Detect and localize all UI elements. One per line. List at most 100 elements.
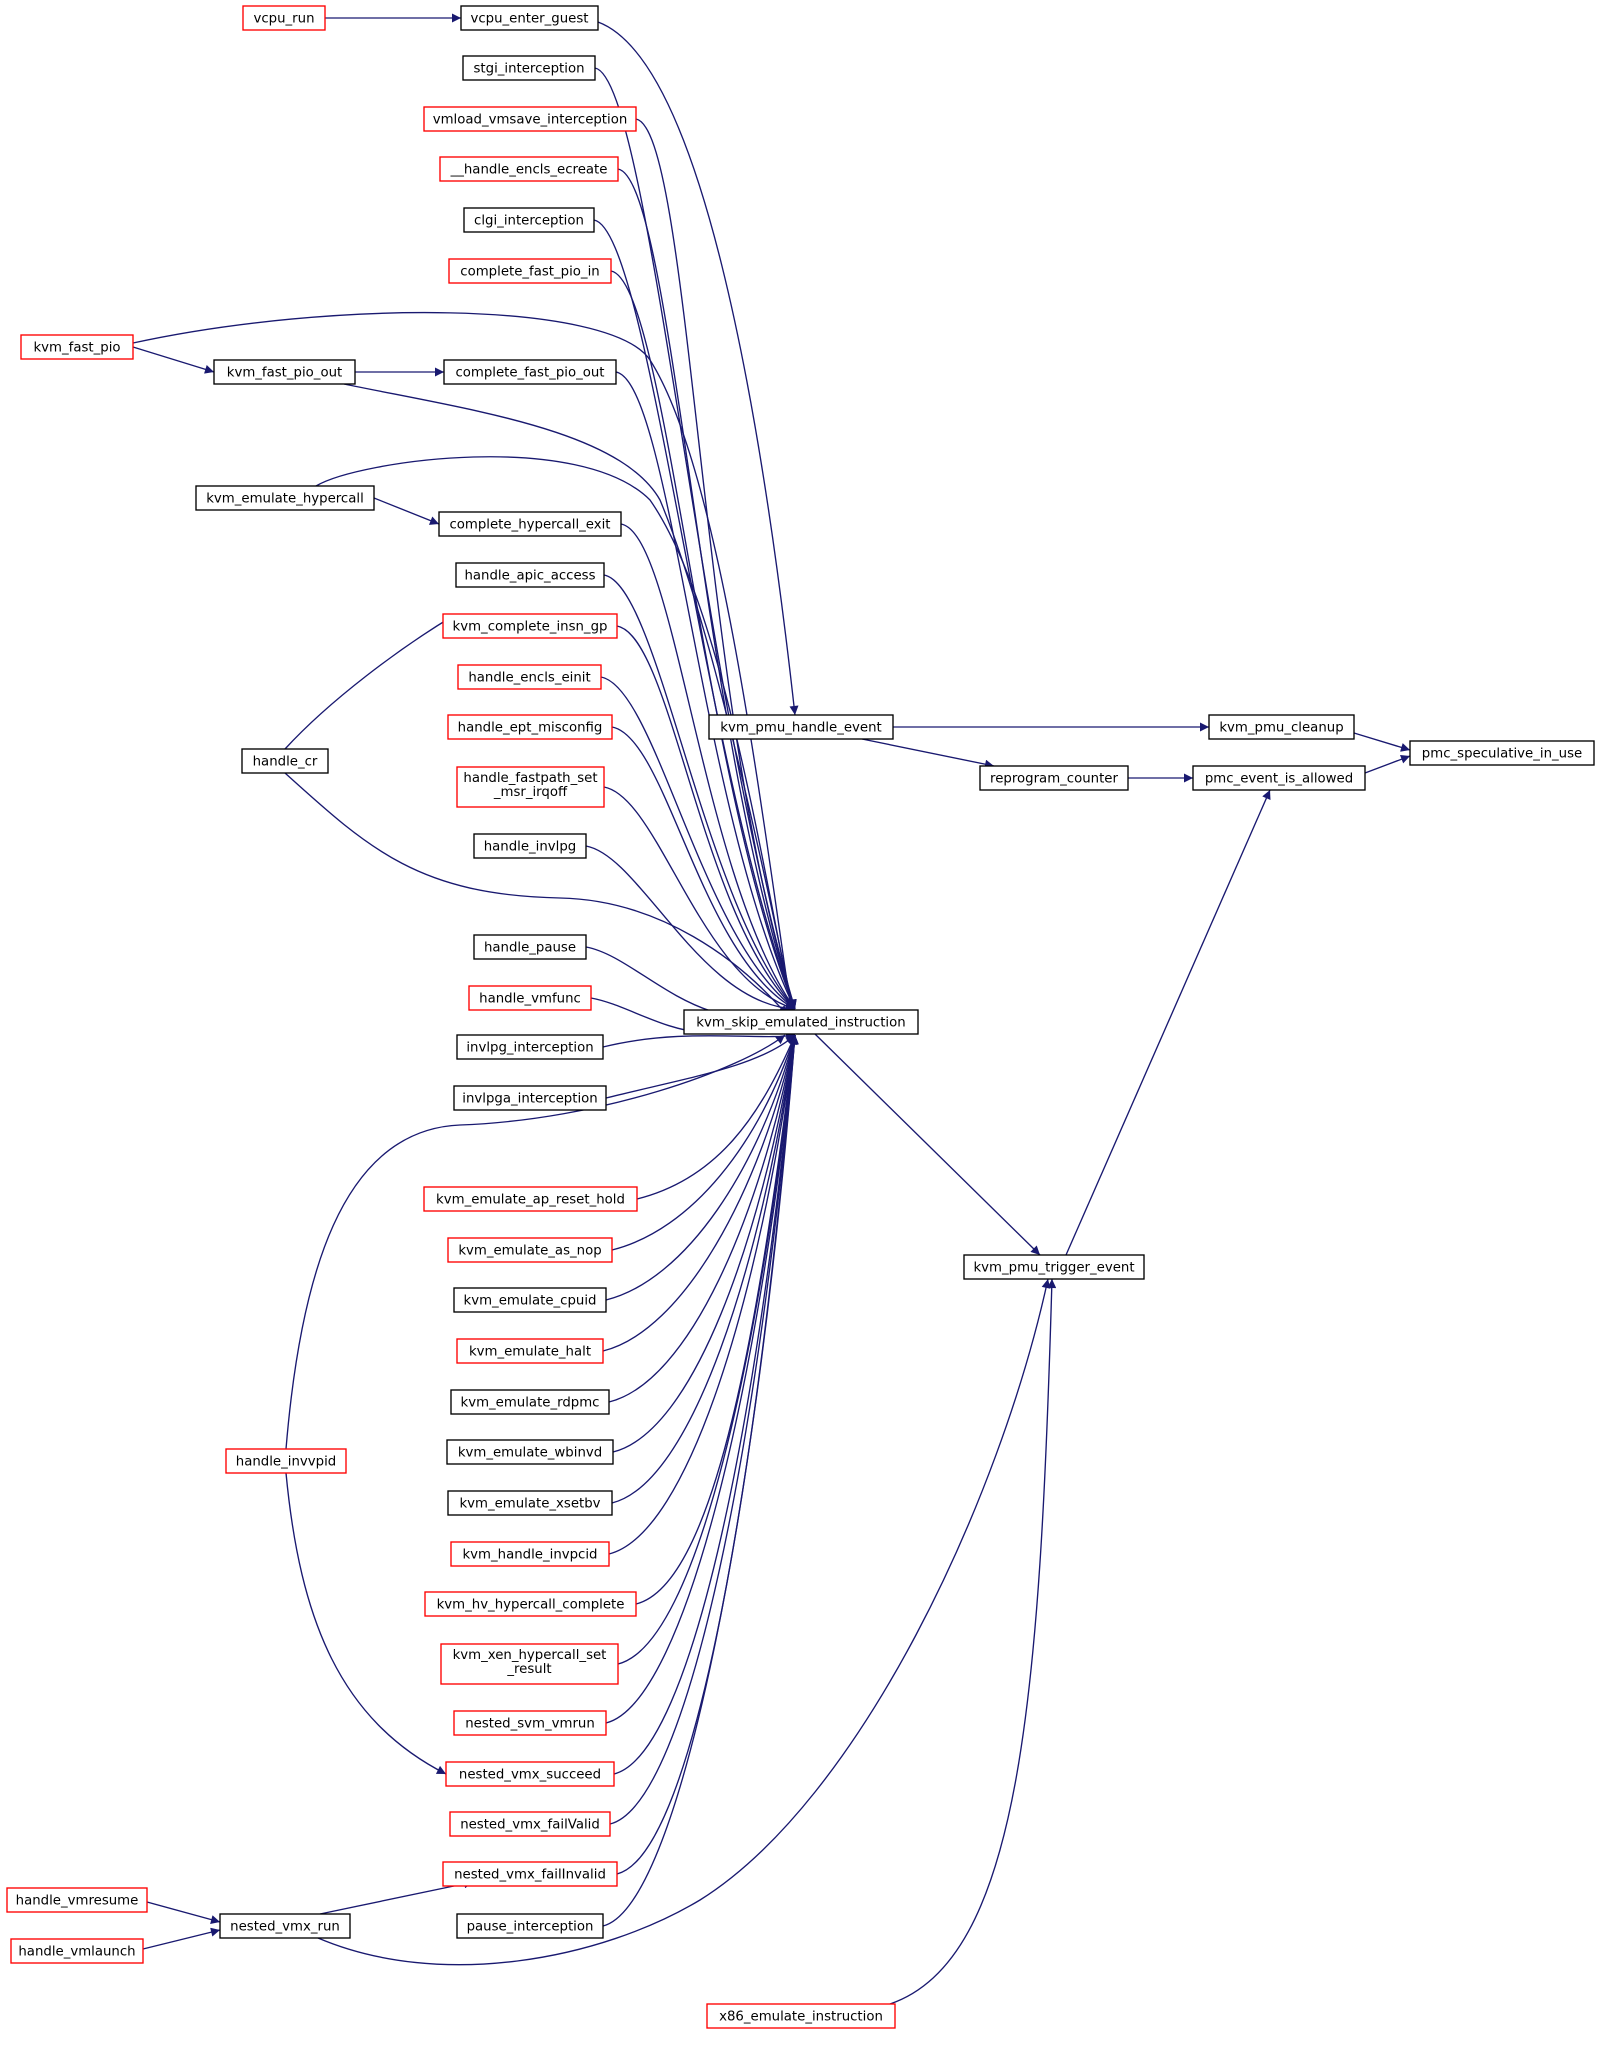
node-complete-hypercall-exit[interactable]: complete_hypercall_exit — [438, 511, 622, 537]
edge-handle-pause-to-kvm-skip-emulated-instruction — [585, 946, 796, 1019]
node-box — [457, 664, 602, 690]
node-box — [423, 106, 637, 132]
node-kvm-fast-pio[interactable]: kvm_fast_pio — [20, 334, 134, 360]
node-box — [443, 359, 617, 385]
node-label: kvm_hv_hypercall_complete — [437, 1598, 625, 1613]
node-label: handle_ept_misconfig — [458, 721, 603, 736]
node-invlpg-interception[interactable]: invlpg_interception — [456, 1034, 604, 1060]
node-label: kvm_handle_invpcid — [462, 1548, 597, 1563]
edge-nested-vmx-succeed-to-kvm-skip-emulated-instruction — [613, 1034, 799, 1775]
node-handle-fastpath-set-msr-irqoff[interactable]: handle_fastpath_set_msr_irqoff — [456, 766, 605, 808]
node-label: clgi_interception — [474, 214, 584, 229]
node-handle-vmfunc[interactable]: handle_vmfunc — [468, 985, 592, 1011]
node-pmc-event-is-allowed[interactable]: pmc_event_is_allowed — [1192, 765, 1366, 791]
node-box — [462, 55, 596, 81]
node-kvm-emulate-halt[interactable]: kvm_emulate_halt — [456, 1338, 604, 1364]
node-kvm-skip-emulated-instruction[interactable]: kvm_skip_emulated_instruction — [683, 1009, 919, 1035]
node-kvm-pmu-cleanup[interactable]: kvm_pmu_cleanup — [1208, 714, 1355, 740]
node-kvm-emulate-rdpmc[interactable]: kvm_emulate_rdpmc — [450, 1389, 610, 1415]
node-kvm-emulate-cpuid[interactable]: kvm_emulate_cpuid — [453, 1287, 607, 1313]
node-nested-vmx-succeed[interactable]: nested_vmx_succeed — [445, 1761, 615, 1787]
node-x86-emulate-instruction[interactable]: x86_emulate_instruction — [706, 2003, 896, 2029]
node-handle-invlpg[interactable]: handle_invlpg — [473, 833, 587, 859]
node-box — [453, 1287, 607, 1313]
node-label: kvm_emulate_halt — [469, 1345, 591, 1360]
node-box — [450, 1541, 610, 1567]
node-box — [447, 1490, 613, 1516]
node-label: kvm_fast_pio — [33, 341, 120, 356]
node-kvm-pmu-trigger-event[interactable]: kvm_pmu_trigger_event — [963, 1254, 1145, 1280]
node-label: vmload_vmsave_interception — [433, 113, 628, 128]
node-kvm-fast-pio-out[interactable]: kvm_fast_pio_out — [213, 359, 356, 385]
node-handle-cr[interactable]: handle_cr — [241, 748, 329, 774]
node-handle-ept-misconfig[interactable]: handle_ept_misconfig — [447, 714, 613, 740]
node-kvm-emulate-xsetbv[interactable]: kvm_emulate_xsetbv — [447, 1490, 613, 1516]
node-handle-encls-ecreate[interactable]: __handle_encls_ecreate — [439, 156, 619, 182]
node-stgi-interception[interactable]: stgi_interception — [462, 55, 596, 81]
node-box — [442, 613, 618, 639]
node-box — [442, 1861, 618, 1887]
node-kvm-handle-invpcid[interactable]: kvm_handle_invpcid — [450, 1541, 610, 1567]
node-complete-fast-pio-out[interactable]: complete_fast_pio_out — [443, 359, 617, 385]
node-kvm-hv-hypercall-complete[interactable]: kvm_hv_hypercall_complete — [424, 1591, 637, 1617]
node-label: handle_invvpid — [236, 1455, 336, 1470]
node-kvm-emulate-as-nop[interactable]: kvm_emulate_as_nop — [447, 1237, 613, 1263]
node-label: _result — [506, 1662, 551, 1677]
edge-kvm-emulate-ap-reset-hold-to-kvm-skip-emulated-instruction — [636, 1034, 796, 1200]
edge-nested-vmx-run-to-nested-vmx-failInvalid — [319, 1879, 474, 1915]
node-label: nested_vmx_failInvalid — [454, 1868, 606, 1883]
node-kvm-xen-hypercall-set-result[interactable]: kvm_xen_hypercall_set_result — [440, 1643, 619, 1685]
node-nested-vmx-run[interactable]: nested_vmx_run — [219, 1913, 351, 1939]
node-label: kvm_emulate_wbinvd — [458, 1446, 602, 1461]
edge-pause-interception-to-kvm-skip-emulated-instruction — [602, 1034, 799, 1927]
node-box — [213, 359, 356, 385]
edge-complete-fast-pio-in-to-kvm-skip-emulated-instruction — [610, 270, 796, 1010]
node-box — [6, 1887, 148, 1913]
node-vcpu-run[interactable]: vcpu_run — [242, 5, 326, 31]
node-kvm-pmu-handle-event[interactable]: kvm_pmu_handle_event — [708, 714, 894, 740]
node-box — [683, 1009, 919, 1035]
node-kvm-emulate-ap-reset-hold[interactable]: kvm_emulate_ap_reset_hold — [423, 1186, 638, 1212]
node-label: kvm_fast_pio_out — [227, 366, 342, 381]
node-vmload-vmsave-interception[interactable]: vmload_vmsave_interception — [423, 106, 637, 132]
node-pmc-speculative-in-use[interactable]: pmc_speculative_in_use — [1409, 740, 1595, 766]
node-nested-svm-vmrun[interactable]: nested_svm_vmrun — [453, 1710, 607, 1736]
node-label: __handle_encls_ecreate — [450, 163, 608, 178]
edge-nested-svm-vmrun-to-kvm-skip-emulated-instruction — [605, 1034, 799, 1724]
node-box — [447, 714, 613, 740]
node-handle-encls-einit[interactable]: handle_encls_einit — [457, 664, 602, 690]
node-pause-interception[interactable]: pause_interception — [456, 1913, 604, 1939]
node-label: vcpu_enter_guest — [470, 12, 588, 27]
node-nested-vmx-failValid[interactable]: nested_vmx_failValid — [449, 1811, 611, 1837]
node-kvm-complete-insn-gp[interactable]: kvm_complete_insn_gp — [442, 613, 618, 639]
node-handle-invvpid[interactable]: handle_invvpid — [225, 1448, 347, 1474]
node-reprogram-counter[interactable]: reprogram_counter — [979, 765, 1129, 791]
node-label: kvm_emulate_ap_reset_hold — [436, 1193, 625, 1208]
edge-handle-invvpid-to-kvm-skip-emulated-instruction — [285, 1034, 786, 1450]
node-label: kvm_emulate_hypercall — [206, 492, 364, 507]
node-handle-apic-access[interactable]: handle_apic_access — [455, 562, 605, 588]
node-vcpu-enter-guest[interactable]: vcpu_enter_guest — [460, 5, 599, 31]
node-handle-vmresume[interactable]: handle_vmresume — [6, 1887, 148, 1913]
node-nested-vmx-failInvalid[interactable]: nested_vmx_failInvalid — [442, 1861, 618, 1887]
node-box — [241, 748, 329, 774]
node-box — [463, 207, 595, 233]
node-box — [473, 934, 587, 960]
node-clgi-interception[interactable]: clgi_interception — [463, 207, 595, 233]
edge-kvm-emulate-as-nop-to-kvm-skip-emulated-instruction — [611, 1034, 797, 1251]
edge-kvm-pmu-cleanup-to-pmc-speculative-in-use — [1353, 732, 1411, 752]
node-kvm-emulate-hypercall[interactable]: kvm_emulate_hypercall — [195, 485, 375, 511]
node-label: stgi_interception — [473, 62, 584, 77]
node-handle-vmlaunch[interactable]: handle_vmlaunch — [10, 1938, 144, 1964]
node-box — [423, 1186, 638, 1212]
edge-kvm-handle-invpcid-to-kvm-skip-emulated-instruction — [608, 1034, 799, 1555]
node-box — [450, 1389, 610, 1415]
node-complete-fast-pio-in[interactable]: complete_fast_pio_in — [448, 258, 612, 284]
node-invlpga-interception[interactable]: invlpga_interception — [453, 1085, 607, 1111]
edge-x86-emulate-instruction-to-kvm-pmu-trigger-event — [889, 1278, 1057, 2005]
node-kvm-emulate-wbinvd[interactable]: kvm_emulate_wbinvd — [446, 1439, 614, 1465]
node-label: kvm_emulate_cpuid — [464, 1294, 597, 1309]
node-label: pmc_event_is_allowed — [1205, 772, 1353, 787]
node-handle-pause[interactable]: handle_pause — [473, 934, 587, 960]
